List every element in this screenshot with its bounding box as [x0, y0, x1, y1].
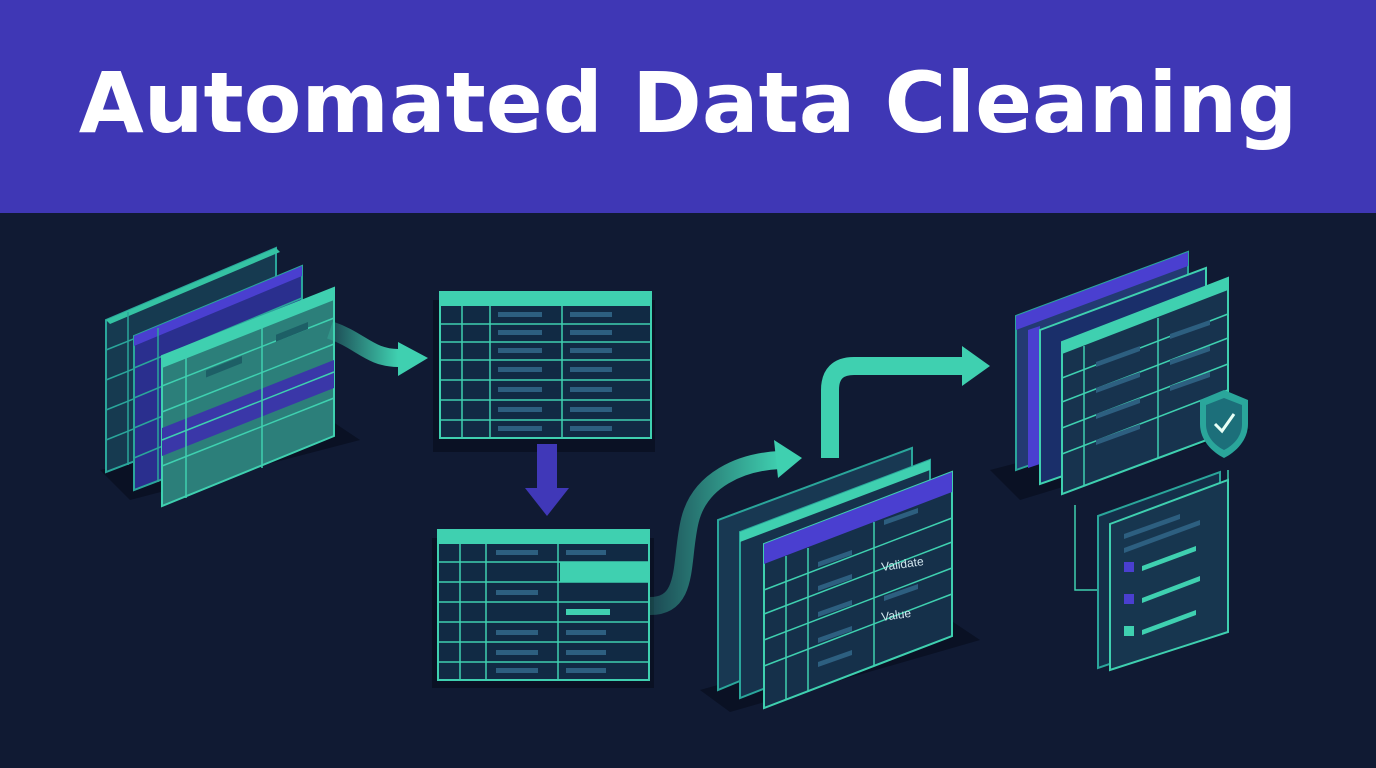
report-checkbox [1124, 594, 1134, 604]
arrow-right-icon [962, 346, 990, 386]
parsed-table [433, 291, 655, 452]
cleaned-table [432, 529, 654, 688]
pipeline-diagram: Validate Value [100, 246, 1250, 712]
report-checkbox [1124, 562, 1134, 572]
validate-stack: Validate Value [700, 446, 980, 712]
title-banner: Automated Data Cleaning [0, 0, 1376, 213]
validation-report [1097, 470, 1229, 672]
clean-output-stack [990, 250, 1250, 500]
shield-check-icon [1200, 390, 1248, 458]
arrow-right-icon [398, 342, 428, 376]
flow-arrow-3 [821, 346, 990, 458]
diagram-stage: Validate Value [0, 213, 1376, 768]
value-label: Value [880, 606, 912, 624]
page-title: Automated Data Cleaning [78, 53, 1298, 152]
validate-label: Validate [880, 554, 924, 574]
raw-data-stack [100, 246, 360, 508]
arrow-right-icon [774, 440, 802, 478]
flow-arrow-1 [326, 321, 428, 376]
flow-arrow-2 [649, 440, 802, 615]
report-checkbox [1124, 626, 1134, 636]
arrow-down-icon [525, 444, 569, 516]
raw-sheet-front [161, 286, 335, 508]
